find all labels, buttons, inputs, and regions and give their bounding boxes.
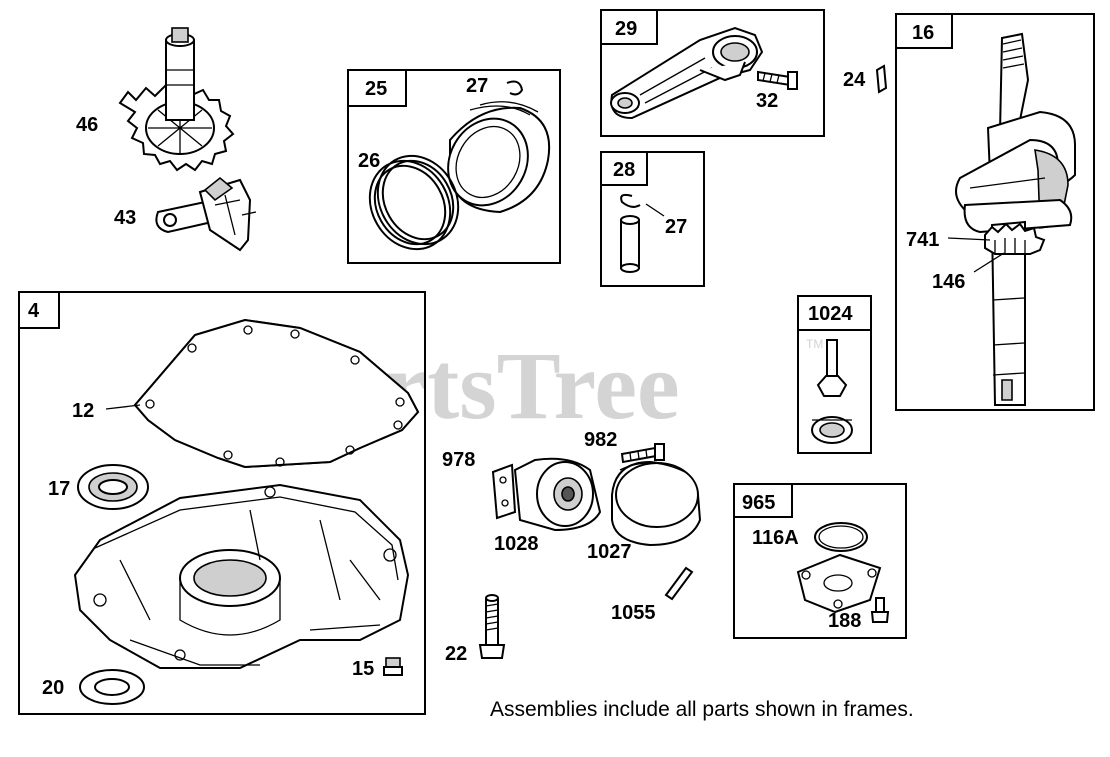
cover-plate[interactable] [796, 553, 882, 614]
retainer-27-pin[interactable] [620, 193, 641, 208]
frame-1024-id: 1024 [808, 303, 853, 325]
bolt-22[interactable] [478, 594, 506, 659]
assemblies-note: Assemblies include all parts shown in fr… [490, 698, 914, 721]
crankshaft[interactable] [955, 32, 1076, 406]
piston-pin[interactable] [620, 215, 640, 273]
frame-965[interactable]: 965 [733, 483, 907, 639]
plug-15[interactable] [383, 657, 403, 676]
frame-25[interactable]: 25 [347, 69, 561, 264]
callout-982: 982 [584, 429, 617, 451]
callout-20: 20 [42, 677, 64, 699]
screw-188[interactable] [870, 597, 890, 623]
frame-16-id: 16 [912, 22, 934, 44]
callout-1027: 1027 [587, 541, 632, 563]
callout-24: 24 [843, 69, 866, 91]
callout-146: 146 [932, 271, 965, 293]
seal-ring-116a[interactable] [814, 522, 868, 552]
frame-4[interactable]: 4 [18, 291, 426, 715]
callout-43: 43 [114, 207, 136, 229]
callout-1055: 1055 [611, 602, 656, 624]
callout-32: 32 [756, 90, 778, 112]
callout-978: 978 [442, 449, 475, 471]
frame-29[interactable]: 29 [600, 9, 825, 137]
frame-4-id: 4 [28, 300, 40, 322]
gasket-978[interactable] [491, 463, 517, 520]
watermark-tm: TM [806, 337, 823, 351]
gear-146[interactable] [984, 222, 1046, 255]
frame-965-id: 965 [742, 492, 775, 514]
callout-741: 741 [906, 229, 939, 251]
frame-29-id: 29 [615, 18, 637, 40]
screw-32[interactable] [757, 70, 798, 90]
frame-25-id: 25 [365, 78, 387, 100]
seal-20[interactable] [79, 669, 145, 705]
bearing-17[interactable] [77, 464, 149, 510]
frame-28[interactable]: 28 [600, 151, 705, 287]
callout-46: 46 [76, 114, 98, 136]
filter-adapter-1028[interactable] [513, 457, 602, 532]
connecting-rod[interactable] [610, 26, 764, 120]
oil-pump-rotor[interactable] [811, 339, 853, 444]
callout-188: 188 [828, 610, 861, 632]
gasket-12[interactable] [133, 318, 420, 469]
piston[interactable] [433, 101, 551, 220]
piston-rings-26[interactable] [354, 141, 474, 264]
frame-1024[interactable]: 1024 [797, 295, 872, 454]
callout-26: 26 [358, 150, 380, 172]
callout-12: 12 [72, 400, 94, 422]
callout-27-pin: 27 [665, 216, 687, 238]
retainer-27-top[interactable] [506, 80, 524, 96]
callout-116a: 116A [752, 527, 799, 549]
cam-gear-46[interactable] [118, 27, 235, 172]
key-24[interactable] [875, 64, 888, 94]
callout-15: 15 [352, 658, 374, 680]
callout-17: 17 [48, 478, 70, 500]
governor-43[interactable] [155, 176, 257, 252]
sump-cover[interactable] [73, 483, 410, 669]
frame-28-id: 28 [613, 159, 635, 181]
callout-22: 22 [445, 643, 467, 665]
callout-27-piston: 27 [466, 75, 488, 97]
pin-1055[interactable] [664, 566, 694, 601]
oil-filter-1027[interactable] [611, 460, 702, 547]
callout-1028: 1028 [494, 533, 539, 555]
screw-982[interactable] [620, 443, 665, 464]
frame-16[interactable]: 16 [895, 13, 1095, 411]
